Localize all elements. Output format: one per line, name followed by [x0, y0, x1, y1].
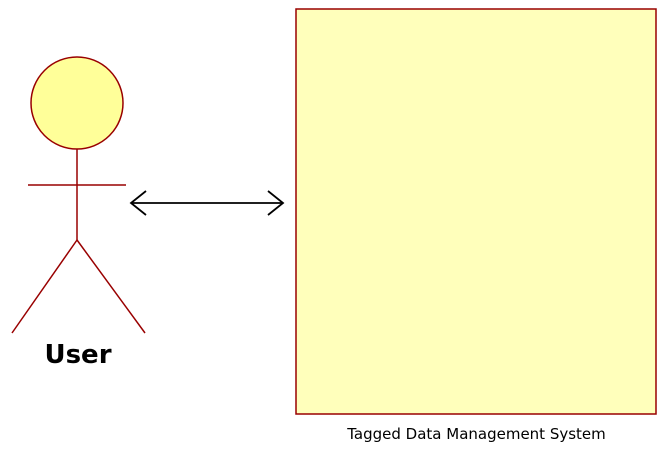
actor-right-leg: [76, 239, 146, 334]
actor-left-leg: [11, 239, 78, 334]
system-label: Tagged Data Management System: [347, 425, 606, 443]
arrow-head-left: [129, 190, 147, 216]
actor-head: [30, 56, 124, 150]
association-arrow: [129, 190, 285, 216]
arrow-head-right: [267, 190, 285, 216]
system-boundary: [295, 8, 657, 415]
actor-label: User: [44, 340, 112, 370]
actor-figure: [11, 56, 146, 334]
